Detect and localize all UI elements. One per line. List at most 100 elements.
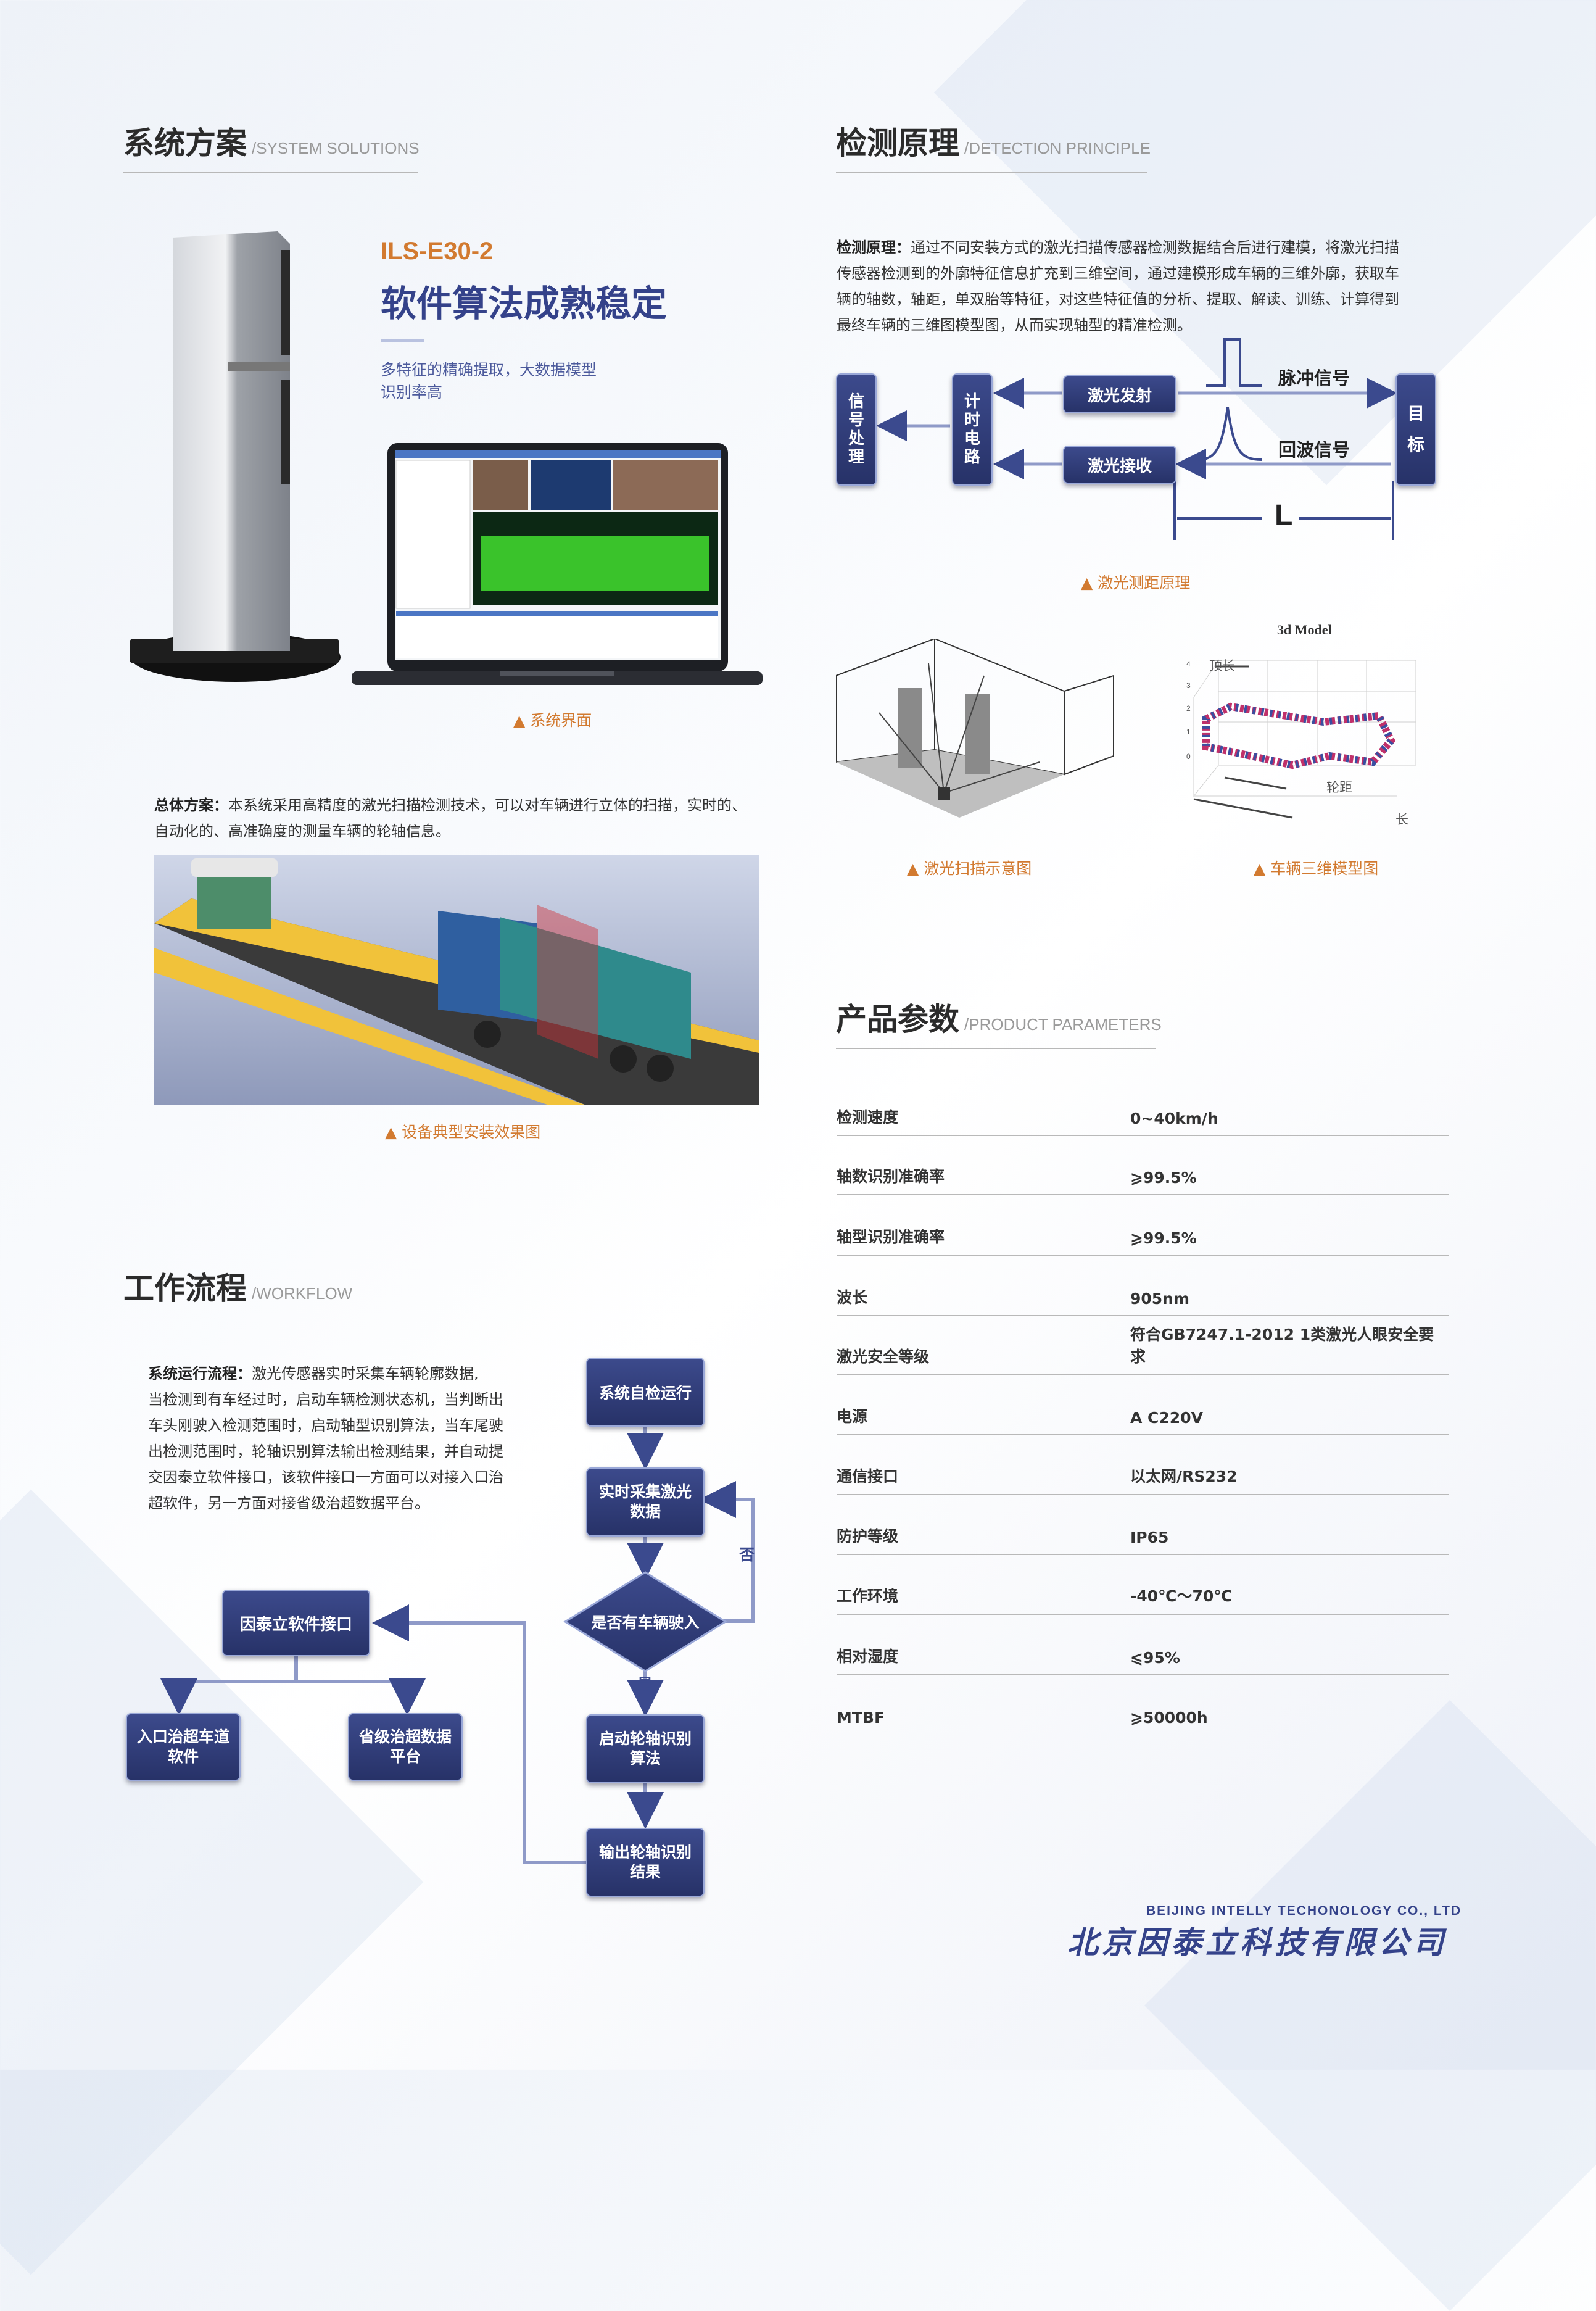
param-value: ⩾50000h [1130, 1709, 1208, 1727]
param-value: 符合GB7247.1-2012 1类激光人眼安全要求 [1130, 1326, 1434, 1366]
workflow-line: 超软件，另一方面对接省级治超数据平台。 [148, 1495, 429, 1512]
param-key: 相对湿度 [837, 1648, 899, 1666]
param-row: 检测速度 0~40km/h [837, 1076, 1449, 1136]
param-key: 轴型识别准确率 [837, 1228, 945, 1246]
model-label-wheelbase: 轮距 [1326, 780, 1352, 795]
workflow-line: 当检测到有车经过时，启动车辆检测状态机，当判断出 [148, 1391, 503, 1408]
caption-system-ui: 系统界面 [513, 708, 592, 731]
flow-self-check: 系统自检运行 [586, 1358, 705, 1427]
company-name-cn: 北京因泰立科技有限公司 [1067, 1925, 1447, 1960]
model-label-top-length: 顶长 [1209, 658, 1235, 673]
flow-provincial-platform: 省级治超数据 平台 [348, 1713, 463, 1781]
flow-label: 启动轮轴识别 [598, 1730, 692, 1748]
section-underline [836, 172, 1147, 173]
headline-divider [381, 339, 424, 342]
flow-label: 平台 [389, 1748, 421, 1765]
principle-text: 检测原理：通过不同安装方式的激光扫描传感器检测数据结合后进行建模，将激光扫描 传… [837, 234, 1453, 338]
background-shape [1144, 1700, 1596, 2311]
flow-label: 算法 [629, 1749, 661, 1767]
pulse-signal-label: 脉冲信号 [1278, 368, 1350, 389]
section-title-en: /PRODUCT PARAMETERS [964, 1015, 1162, 1034]
distance-label: L [1275, 499, 1293, 532]
param-key: 电源 [837, 1408, 868, 1425]
system-ui-laptop-image [352, 443, 763, 685]
param-row: 相对湿度 ⩽95% [837, 1615, 1449, 1675]
param-row: 轴数识别准确率 ⩾99.5% [837, 1135, 1449, 1195]
svg-text:2: 2 [1186, 704, 1191, 713]
flow-yes-label: 是 [637, 1675, 653, 1693]
principle-label: 检测原理： [837, 239, 911, 256]
param-row: 轴型识别准确率 ⩾99.5% [837, 1195, 1449, 1256]
flow-label: 实时采集激光 [598, 1483, 692, 1501]
param-key: 防护等级 [837, 1527, 899, 1545]
principle-line: 传感器检测到的外廓特征信息扩充到三维空间，通过建模形成车辆的三维外廓，获取车 [837, 265, 1399, 282]
overall-line: 自动化的、高准确度的测量车辆的轮轴信息。 [154, 823, 450, 840]
workflow-line: 激光传感器实时采集车辆轮廓数据, [252, 1365, 479, 1382]
section-title-detection: 检测原理 /DETECTION PRINCIPLE [836, 118, 1151, 163]
section-title-product: 产品参数 /PRODUCT PARAMETERS [836, 995, 1162, 1039]
section-title-cn: 检测原理 [836, 125, 959, 161]
param-key: 通信接口 [837, 1467, 899, 1485]
flow-decision-diamond [563, 1571, 727, 1672]
section-title-cn: 工作流程 [123, 1271, 247, 1306]
param-key: 激光安全等级 [837, 1348, 930, 1366]
flow-label: 结果 [629, 1863, 661, 1881]
param-value: 0~40km/h [1130, 1110, 1218, 1127]
param-row: 通信接口 以太网/RS232 [837, 1435, 1449, 1495]
caption-install: 设备典型安装效果图 [385, 1120, 540, 1142]
laser-scan-schematic [836, 639, 1114, 818]
workflow-connectors [160, 1427, 755, 1864]
param-value: 905nm [1130, 1290, 1190, 1308]
param-row: 激光安全等级 符合GB7247.1-2012 1类激光人眼安全要求 [837, 1315, 1449, 1375]
section-title-cn: 产品参数 [836, 1002, 959, 1037]
param-value: ⩾99.5% [1130, 1229, 1197, 1247]
param-key: 轴数识别准确率 [837, 1168, 945, 1185]
overall-line: 本系统采用高精度的激光扫描检测技术，可以对车辆进行立体的扫描，实时的、 [228, 797, 746, 814]
flow-label: 入口治超车道 [136, 1728, 229, 1746]
section-title-en: /SYSTEM SOLUTIONS [252, 139, 420, 157]
param-key: 检测速度 [837, 1108, 899, 1126]
param-value: 以太网/RS232 [1130, 1467, 1238, 1485]
section-title-workflow: 工作流程 /WORKFLOW [123, 1264, 352, 1308]
section-underline [123, 172, 418, 173]
laser-receive-box: 激光接收 [1063, 446, 1176, 484]
workflow-line: 交因泰立软件接口，该软件接口一方面可以对接入口治 [148, 1469, 503, 1486]
signal-processing-box: 信号处理 [836, 373, 877, 486]
model-label-length: 长 [1395, 812, 1408, 827]
workflow-line: 车头刚驶入检测范围时，启动轴型识别算法，当车尾驶 [148, 1417, 503, 1434]
overall-label: 总体方案： [154, 797, 228, 814]
product-headline: 软件算法成熟稳定 [381, 283, 668, 325]
laser-sensor-device-image [130, 231, 341, 682]
principle-line: 最终车辆的三维图模型图，从而实现轴型的精准检测。 [837, 317, 1192, 334]
product-tagline: 多特征的精确提取，大数据模型 识别率高 [381, 359, 597, 404]
flow-entry-lane-software: 入口治超车道 软件 [126, 1713, 241, 1781]
section-underline [836, 1048, 1156, 1049]
param-key: 工作环境 [837, 1587, 899, 1605]
section-title-en: /DETECTION PRINCIPLE [964, 139, 1151, 157]
svg-text:0: 0 [1186, 752, 1191, 761]
target-box: 目标 [1395, 373, 1436, 486]
param-value: ⩾99.5% [1130, 1169, 1197, 1187]
product-model: ILS-E30-2 [381, 238, 494, 265]
caption-laser-scan: 激光扫描示意图 [907, 857, 1032, 879]
laser-emit-box: 激光发射 [1063, 375, 1176, 413]
overall-plan-text: 总体方案：本系统采用高精度的激光扫描检测技术，可以对车辆进行立体的扫描，实时的、… [154, 792, 802, 844]
section-title-en: /WORKFLOW [252, 1284, 353, 1303]
laser-ranging-diagram-lines [876, 338, 1397, 540]
param-value: A C220V [1130, 1409, 1203, 1427]
echo-signal-label: 回波信号 [1278, 439, 1350, 460]
flow-start-algorithm: 启动轮轴识别 算法 [586, 1714, 705, 1783]
param-key: 波长 [837, 1288, 868, 1306]
flow-label: 省级治超数据 [358, 1728, 452, 1746]
tagline-line: 识别率高 [381, 383, 443, 401]
principle-line: 辆的轴数，轴距，单双胎等特征，对这些特征值的分析、提取、解读、训练、计算得到 [837, 291, 1399, 308]
svg-text:1: 1 [1186, 728, 1191, 736]
param-value: ⩽95% [1130, 1649, 1180, 1667]
flow-output-result: 输出轮轴识别 结果 [586, 1828, 705, 1897]
flow-decision-label: 是否有车辆驶入 [591, 1614, 700, 1632]
flow-label: 数据 [629, 1503, 661, 1521]
workflow-line: 出检测范围时，轮轴识别算法输出检测结果，并自动提 [148, 1443, 503, 1460]
installation-illustration [154, 855, 759, 1105]
